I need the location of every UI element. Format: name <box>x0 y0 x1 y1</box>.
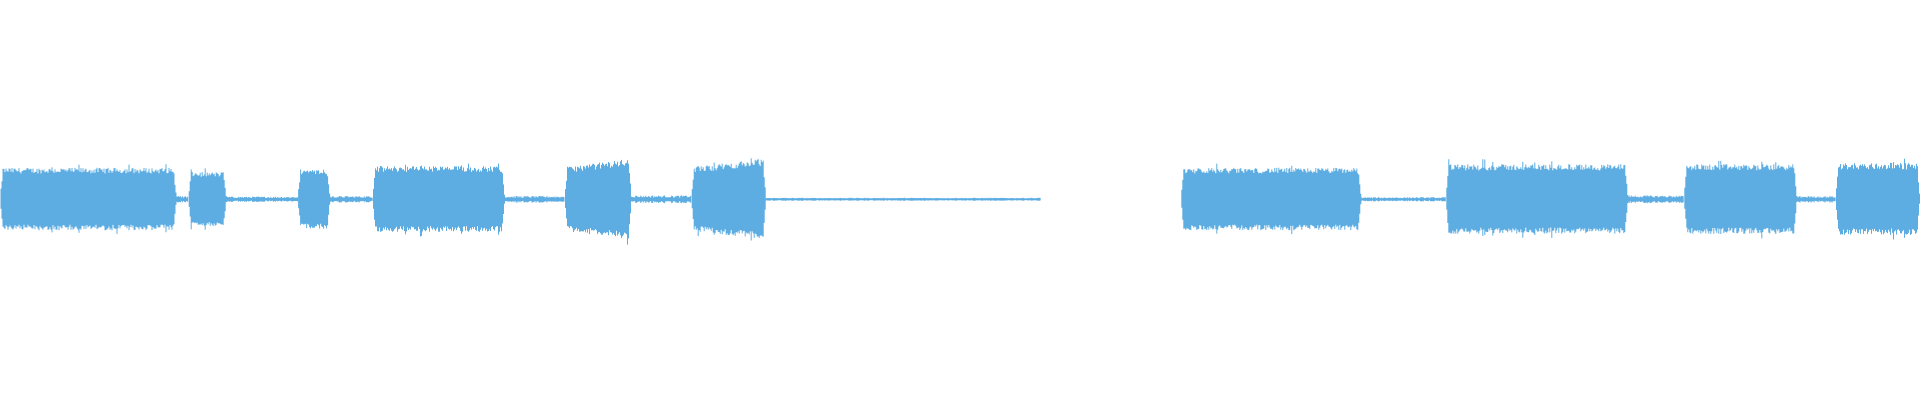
waveform-path <box>1684 160 1798 239</box>
waveform-quiet <box>1627 195 1684 204</box>
waveform-path <box>565 159 632 245</box>
waveform-path <box>329 196 373 203</box>
waveform-quiet <box>176 196 189 203</box>
waveform-path <box>1796 196 1836 203</box>
waveform-burst <box>1446 159 1629 238</box>
waveform-burst <box>565 159 632 245</box>
waveform-path <box>373 163 505 237</box>
waveform-burst <box>691 158 766 241</box>
waveform-burst <box>1181 163 1362 235</box>
waveform-path <box>1360 197 1446 202</box>
waveform-path <box>298 169 331 229</box>
waveform-burst <box>1684 160 1798 239</box>
waveform-path <box>0 164 177 234</box>
waveform-quiet <box>631 195 692 204</box>
waveform-path <box>504 196 565 203</box>
waveform-quiet <box>504 196 565 203</box>
waveform-burst <box>298 169 331 229</box>
waveform-burst <box>188 168 227 230</box>
waveform-path <box>176 196 189 203</box>
waveform-path <box>188 168 227 230</box>
waveform-path <box>631 195 692 204</box>
waveform-burst <box>373 163 505 237</box>
waveform-path <box>226 196 299 202</box>
waveform-quiet <box>1360 197 1446 202</box>
waveform-burst <box>0 164 177 234</box>
waveform-quiet <box>329 196 373 203</box>
waveform-path <box>1836 158 1920 240</box>
waveform-path <box>1446 159 1629 238</box>
waveform-bars <box>0 158 1920 245</box>
waveform-quiet <box>1796 196 1836 203</box>
waveform-path <box>1181 163 1362 235</box>
waveform-burst <box>1836 158 1920 240</box>
waveform-path <box>1627 195 1684 204</box>
waveform-quiet <box>226 196 299 202</box>
waveform-path <box>691 158 766 241</box>
